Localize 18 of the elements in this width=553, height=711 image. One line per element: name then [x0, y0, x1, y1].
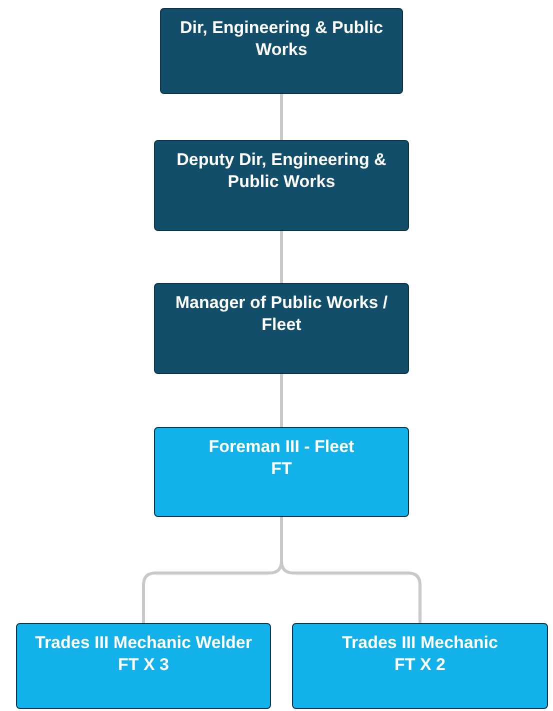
position-detail: FT: [270, 458, 293, 480]
position-title: Trades III Mechanic Welder: [35, 632, 252, 654]
connector-line: [280, 94, 283, 140]
position-title: Trades III Mechanic: [341, 632, 499, 654]
connector-line: [280, 231, 283, 283]
position-detail: FT X 3: [116, 654, 170, 676]
position-detail: FT X 2: [393, 654, 446, 676]
position-box: [154, 427, 409, 517]
position-box: [160, 8, 403, 94]
position-title: Manager of Public Works / Fleet: [174, 292, 389, 336]
connector-line: [280, 374, 283, 427]
position-title: Foreman III - Fleet: [208, 436, 356, 458]
position-box: [154, 283, 409, 374]
position-title: Deputy Dir, Engineering & Public Works: [176, 149, 388, 193]
position-box: [292, 623, 548, 709]
position-box: [16, 623, 271, 709]
position-title: Dir, Engineering & Public Works: [179, 17, 384, 61]
position-box: [154, 140, 409, 231]
